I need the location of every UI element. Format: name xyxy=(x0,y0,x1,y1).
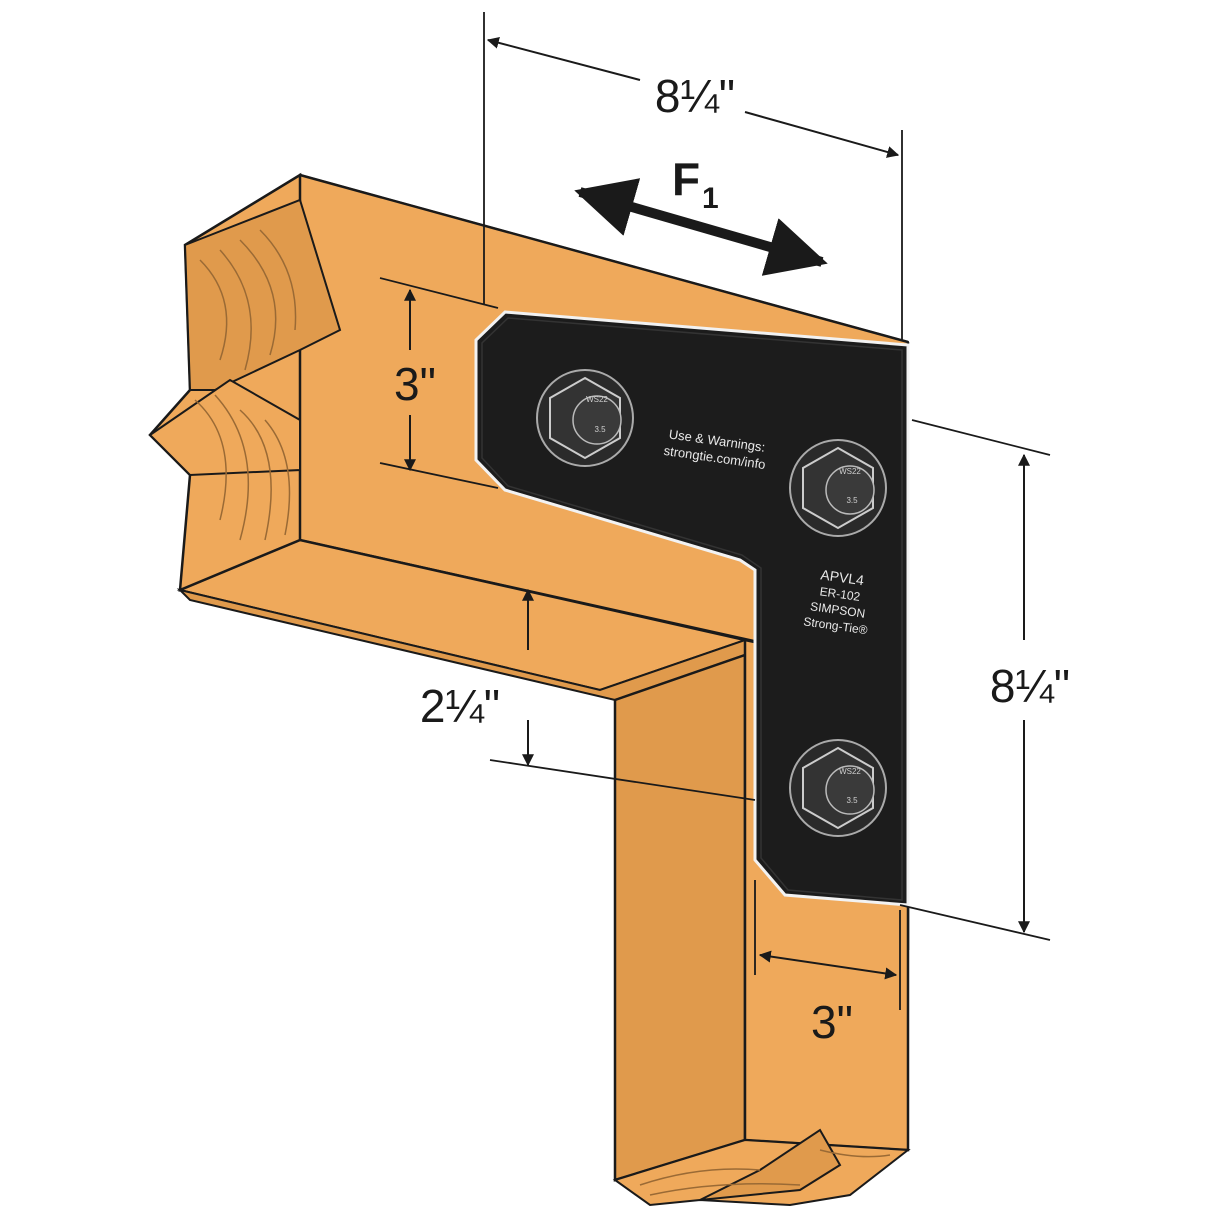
dim-top-height-label: 3" xyxy=(394,358,436,410)
force-subscript: 1 xyxy=(702,182,719,215)
dim-right-height-label: 8¼" xyxy=(990,660,1070,712)
dim-gap-height-label: 2¼" xyxy=(420,680,500,732)
screw-head-text: WS22 xyxy=(586,395,608,404)
screw-bottom: WS22 3.5 xyxy=(789,739,887,837)
screw-head-size: 3.5 xyxy=(846,796,858,805)
screw-head-text: WS22 xyxy=(839,767,861,776)
force-label: F xyxy=(672,153,700,205)
screw-head-text: WS22 xyxy=(839,467,861,476)
dim-top-width-label: 8¼" xyxy=(655,70,735,122)
screw-top-left: WS22 3.5 xyxy=(536,369,634,467)
beam-broken-end xyxy=(148,172,342,592)
dim-leg-width-label: 3" xyxy=(811,996,853,1048)
dim-leg-width: 3" xyxy=(754,880,901,1048)
screw-head-size: 3.5 xyxy=(846,496,858,505)
force-f1: F 1 xyxy=(574,153,828,276)
post-left-face xyxy=(613,653,747,1182)
screw-head-size: 3.5 xyxy=(594,425,606,434)
dim-top-height: 3" xyxy=(379,277,499,489)
plate-code: ER-102 xyxy=(819,584,862,604)
dim-gap-height: 2¼" xyxy=(420,588,756,801)
plate-model: APVL4 xyxy=(820,566,866,588)
dim-right-height: 8¼" xyxy=(899,419,1070,941)
screw-top-right: WS22 3.5 xyxy=(789,439,887,537)
dim-top-width: 8¼" xyxy=(483,12,903,340)
